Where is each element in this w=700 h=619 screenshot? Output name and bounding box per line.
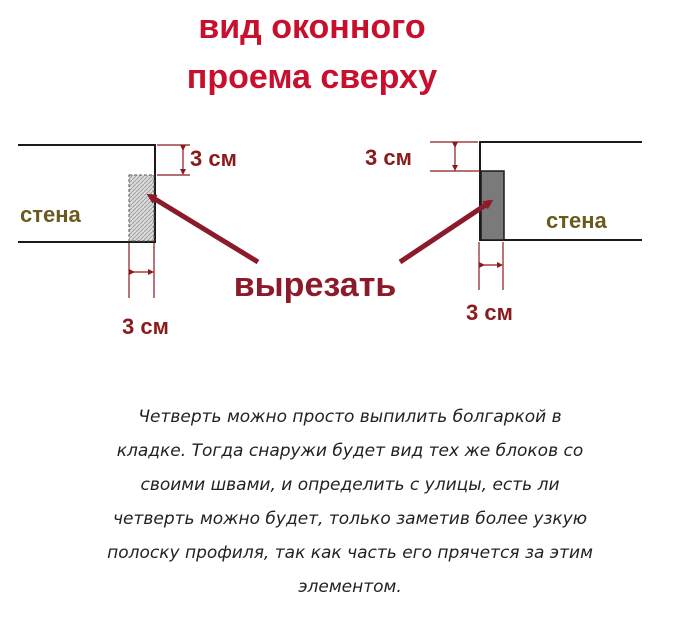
left-dim-bottom-label: 3 см: [122, 314, 169, 339]
left-dim-top-label: 3 см: [190, 146, 237, 171]
caption-line: своими швами, и определить с улицы, есть…: [140, 475, 560, 495]
left-cut-arrow: [146, 193, 260, 265]
right-cut-arrow: [398, 199, 494, 265]
title-line-2: проема сверху: [187, 58, 438, 96]
right-wall-outline: [479, 141, 642, 241]
caption-line: полоску профиля, так как часть его пряче…: [107, 543, 593, 563]
caption-line: Четверть можно просто выпилить болгаркой…: [138, 407, 562, 427]
left-wall-group: стена 3 см 3 см: [18, 144, 237, 339]
left-cut-zone: [128, 174, 155, 242]
right-wall-label: стена: [546, 208, 608, 233]
caption-line: элементом.: [298, 577, 402, 597]
title-line-1: вид оконного: [198, 8, 425, 46]
left-wall-label: стена: [20, 202, 82, 227]
caption-line: четверть можно будет, только заметив бол…: [112, 509, 588, 529]
caption-paragraph: Четверть можно просто выпилить болгаркой…: [40, 400, 660, 604]
right-dim-top-label: 3 см: [365, 145, 412, 170]
cut-label: вырезать: [234, 266, 397, 304]
left-wall-outline: [18, 144, 156, 243]
right-dim-bottom-label: 3 см: [466, 300, 513, 325]
right-wall-group: стена 3 см 3 см: [365, 141, 642, 325]
caption-line: кладке. Тогда снаружи будет вид тех же б…: [116, 441, 584, 461]
